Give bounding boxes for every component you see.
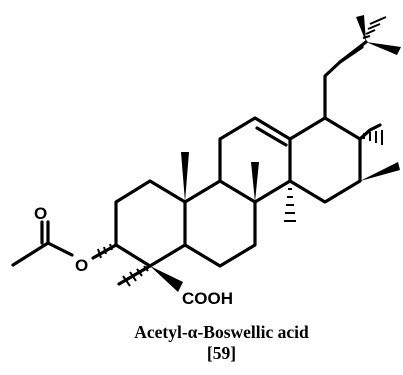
c17-methyl-hash [363, 130, 383, 145]
acetyl-methyl [11, 241, 50, 267]
c3-oxygen-hash [97, 243, 113, 259]
ring-b [183, 179, 257, 268]
c19-methyl-wedge [356, 15, 366, 42]
c20-methyl-hash [362, 16, 387, 39]
skeleton-bonds [11, 40, 382, 286]
ester-oxygen-label: O [75, 256, 88, 275]
cooh-label: COOH [182, 289, 233, 308]
reference-number: [59] [206, 343, 237, 363]
ring-e [323, 45, 382, 141]
c20-methyl-wedge [366, 42, 401, 55]
chemical-structure: O O COOH [11, 15, 401, 308]
wedge-bonds [150, 15, 401, 292]
c14-methyl-hash [284, 188, 296, 222]
c8-methyl-wedge [251, 162, 259, 202]
ester-o-carbonyl [46, 241, 74, 257]
ring-d [288, 116, 362, 204]
c4-cooh-wedge [150, 266, 183, 292]
double-bond-inner [255, 126, 288, 147]
carbonyl-oxygen-label: O [34, 204, 47, 223]
ring-c [218, 116, 292, 204]
hash-bonds [97, 16, 387, 287]
molecule-name: Acetyl-α-Boswellic acid [134, 322, 309, 342]
atom-labels: O O COOH [34, 204, 233, 308]
c4-methyl [117, 264, 152, 286]
c10-methyl-wedge [181, 152, 189, 202]
c4-methyl-hash [122, 265, 149, 287]
e-ring-bond [338, 40, 368, 64]
ring-a [114, 179, 187, 268]
c18-methyl-wedge [360, 162, 400, 181]
